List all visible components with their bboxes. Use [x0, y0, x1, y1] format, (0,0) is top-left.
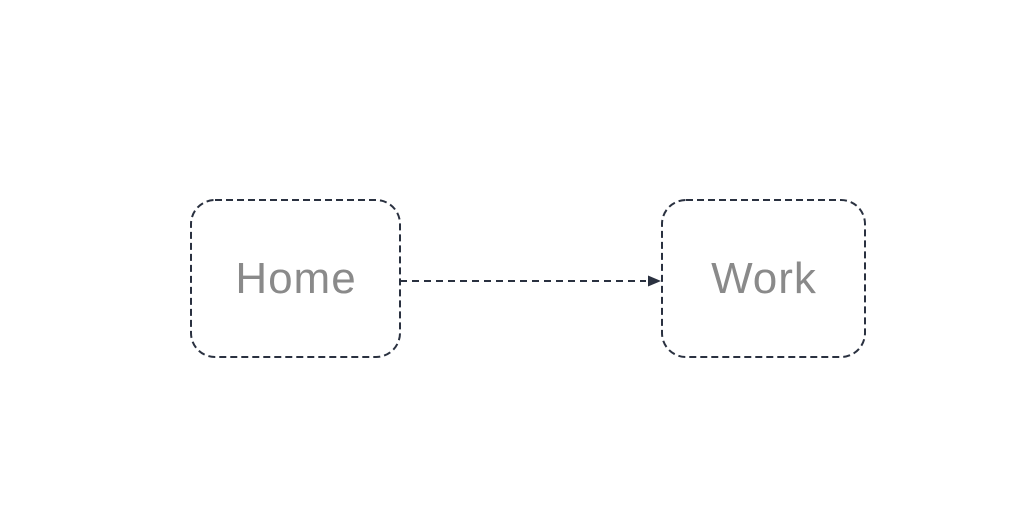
- work-node-label: Work: [711, 254, 817, 303]
- arrowhead-icon: [648, 275, 661, 287]
- home-node-label: Home: [235, 254, 357, 303]
- home-node-box: [190, 199, 401, 358]
- work-node-box: [661, 199, 866, 358]
